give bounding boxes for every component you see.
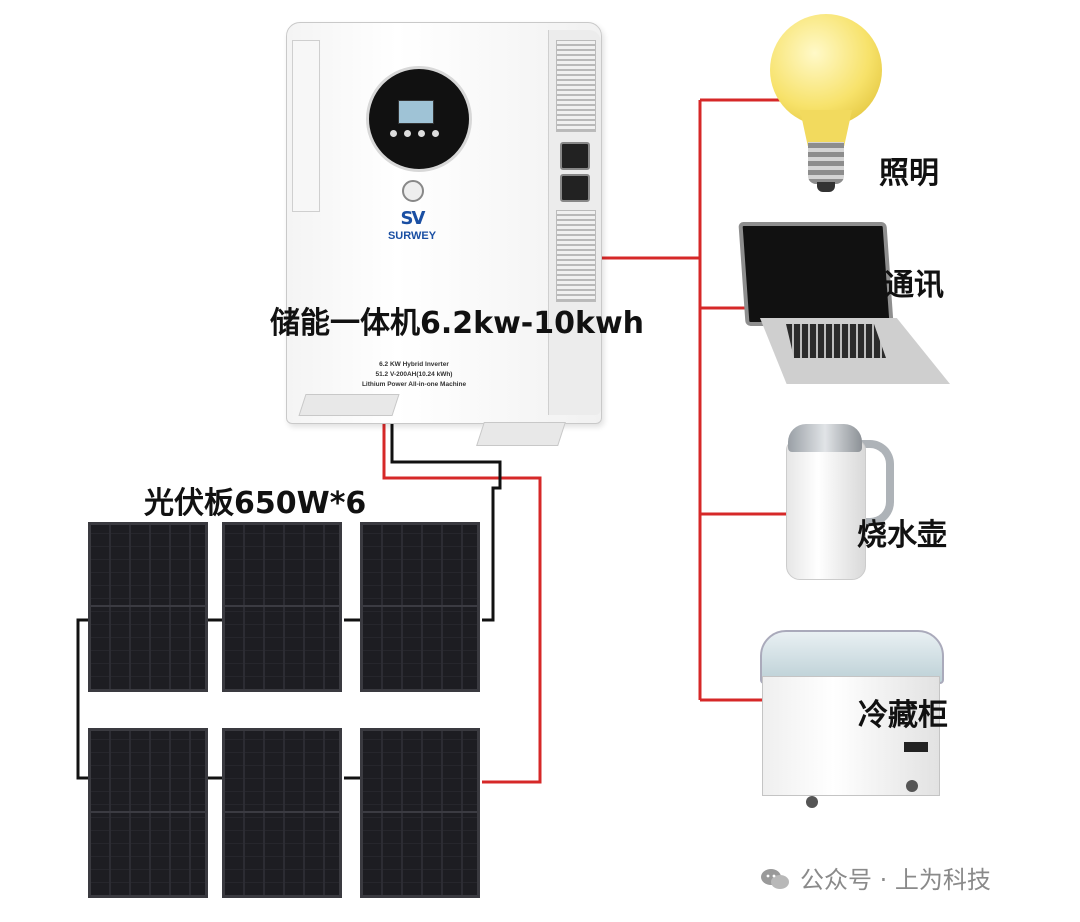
pv-black-wire [390, 412, 502, 622]
spec-line: 6.2 KW Hybrid Inverter [379, 361, 449, 368]
load-label-kettle: 烧水壶 [857, 518, 947, 553]
load-label-communication: 通讯 [884, 268, 944, 303]
ac-outlet-icon [560, 142, 590, 170]
freezer-control-panel [904, 742, 928, 752]
control-button-icon [390, 130, 397, 137]
solar-panel [88, 728, 208, 898]
spec-line: 51.2 V-200AH(10.24 kWh) [375, 371, 453, 378]
inverter-label: 储能一体机6.2kw-10kwh [270, 306, 645, 341]
freezer-icon [762, 676, 940, 796]
series-link-left [76, 618, 88, 780]
light-bulb-neck [800, 110, 852, 146]
solar-panel [360, 728, 480, 898]
brand-logo-mark: SV [400, 208, 426, 229]
control-button-icon [432, 130, 439, 137]
solar-panel [222, 522, 342, 692]
light-bulb-tip [817, 182, 835, 192]
load-label-lighting: 照明 [879, 156, 939, 191]
vent-grille-icon [556, 40, 596, 132]
laptop-icon [738, 222, 894, 326]
control-button-icon [418, 130, 425, 137]
wechat-icon [761, 869, 789, 889]
freezer-wheel [906, 780, 918, 792]
freezer-wheel [806, 796, 818, 808]
lcd-screen [398, 100, 434, 124]
pv-red-wire [382, 412, 542, 784]
solar-array-label: 光伏板650W*6 [144, 486, 367, 521]
brand-logo-text: SURWEY [387, 230, 437, 242]
inverter-foot [298, 394, 400, 416]
laptop-keyboard [786, 324, 886, 358]
spec-line: Lithium Power All-in-one Machine [361, 381, 467, 388]
solar-panel [360, 522, 480, 692]
inverter-cover-flap [292, 40, 320, 212]
inverter-display-panel [366, 66, 472, 172]
freezer-glass-lid [760, 630, 944, 684]
load-label-freezer: 冷藏柜 [858, 698, 948, 733]
vent-grille-icon [556, 210, 596, 302]
light-bulb-base [808, 142, 844, 184]
inverter-foot [476, 422, 566, 446]
solar-panel [88, 522, 208, 692]
kettle-lid [788, 424, 862, 452]
watermark-text: 公众号 · 上为科技 [800, 866, 991, 894]
kettle-handle [850, 440, 894, 526]
ac-outlet-icon [560, 174, 590, 202]
light-bulb-icon [770, 14, 882, 126]
watermark: 公众号 · 上为科技 [760, 860, 991, 894]
inverter-spec-caption: 6.2 KW Hybrid Inverter 51.2 V-200AH(10.2… [343, 360, 485, 390]
kettle-icon [786, 440, 866, 580]
solar-panel [222, 728, 342, 898]
power-button-icon [402, 180, 424, 202]
control-button-icon [404, 130, 411, 137]
